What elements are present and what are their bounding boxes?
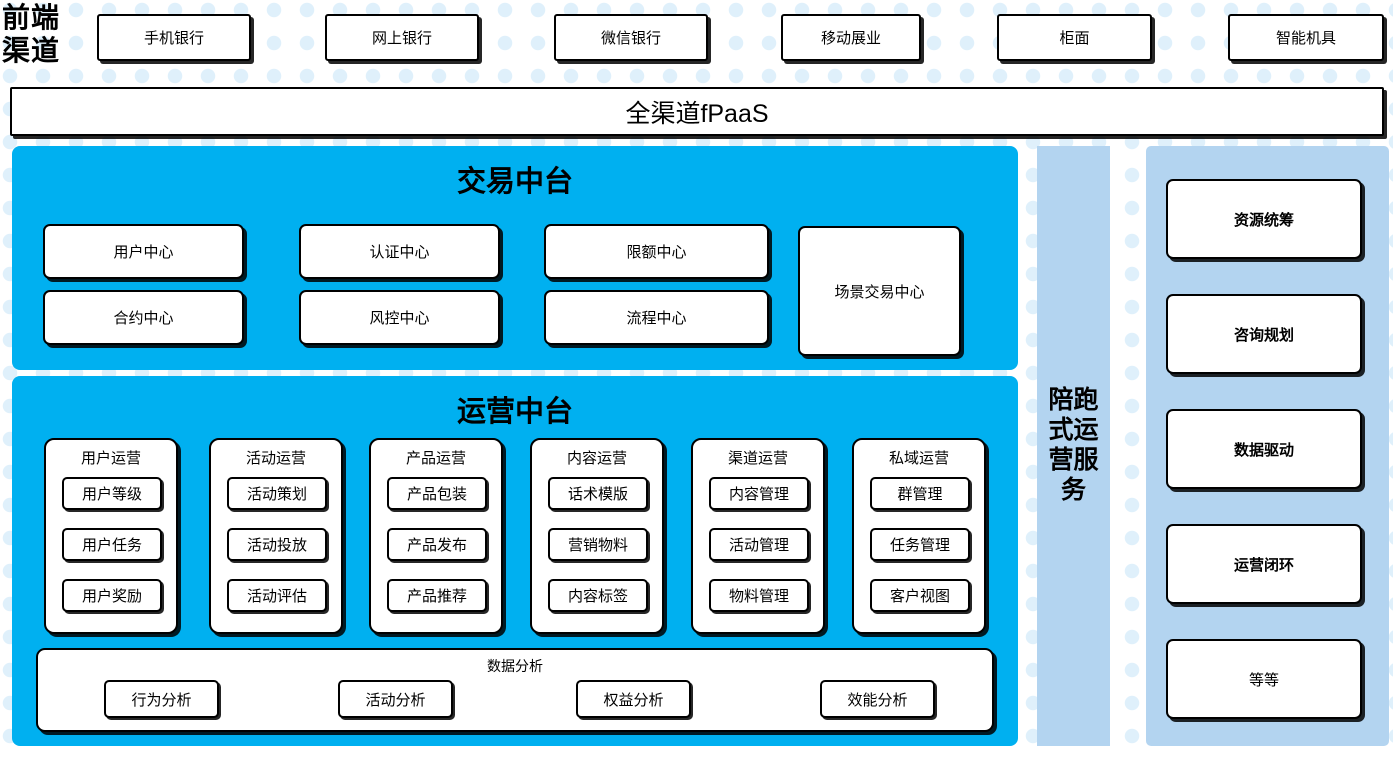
- trade-center-title: 交易中台: [456, 166, 573, 198]
- operation-column-product: 产品运营 产品包装 产品发布 产品推荐: [369, 438, 503, 634]
- channel-label: 柜面: [1059, 30, 1090, 47]
- operation-item[interactable]: 内容标签: [548, 579, 648, 612]
- operation-item[interactable]: 群管理: [870, 477, 970, 510]
- operation-column-private-domain: 私域运营 群管理 任务管理 客户视图: [852, 438, 986, 634]
- trade-box-label: 风控中心: [369, 310, 430, 327]
- trade-box-limit-center[interactable]: 限额中心: [544, 224, 769, 279]
- operation-item[interactable]: 产品发布: [387, 528, 487, 561]
- operation-column-user: 用户运营 用户等级 用户任务 用户奖励: [44, 438, 178, 634]
- front-channel-label-line1: 前端: [2, 3, 61, 34]
- companion-operation-service-label: 陪跑式运营服务: [1048, 387, 1099, 504]
- operation-item[interactable]: 任务管理: [870, 528, 970, 561]
- fpaas-label: 全渠道fPaaS: [625, 99, 769, 128]
- channel-box-mobile-bank[interactable]: 手机银行: [97, 14, 251, 61]
- channel-box-wechat-bank[interactable]: 微信银行: [554, 14, 708, 61]
- right-capability-panel: 资源统筹 咨询规划 数据驱动 运营闭环 等等: [1146, 146, 1389, 746]
- operation-item[interactable]: 客户视图: [870, 579, 970, 612]
- data-analysis-title: 数据分析: [487, 658, 543, 674]
- operation-item[interactable]: 营销物料: [548, 528, 648, 561]
- operation-item[interactable]: 活动管理: [709, 528, 809, 561]
- trade-box-label: 场景交易中心: [834, 283, 925, 301]
- trade-box-contract-center[interactable]: 合约中心: [43, 290, 244, 345]
- operation-item[interactable]: 物料管理: [709, 579, 809, 612]
- trade-center-panel: 交易中台 用户中心 认证中心 限额中心 合约中心 风控中心 流程中心 场景交易中…: [12, 146, 1018, 370]
- operation-item[interactable]: 用户等级: [62, 477, 162, 510]
- trade-box-scene-trade-center[interactable]: 场景交易中心: [798, 226, 961, 356]
- data-analysis-item[interactable]: 活动分析: [338, 680, 453, 718]
- operation-column-channel: 渠道运营 内容管理 活动管理 物料管理: [691, 438, 825, 634]
- operation-column-title: 用户运营: [80, 450, 141, 467]
- operation-item[interactable]: 产品包装: [387, 477, 487, 510]
- channel-box-mobile-business[interactable]: 移动展业: [781, 14, 921, 61]
- operation-item[interactable]: 产品推荐: [387, 579, 487, 612]
- operation-column-title: 产品运营: [405, 450, 466, 467]
- channel-label: 移动展业: [820, 30, 881, 47]
- data-analysis-panel: 数据分析 行为分析 活动分析 权益分析 效能分析: [36, 648, 994, 732]
- operation-item[interactable]: 话术模版: [548, 477, 648, 510]
- channel-box-online-bank[interactable]: 网上银行: [325, 14, 479, 61]
- operation-item[interactable]: 内容管理: [709, 477, 809, 510]
- channel-box-smart-machine[interactable]: 智能机具: [1228, 14, 1384, 61]
- operation-item[interactable]: 用户任务: [62, 528, 162, 561]
- front-channel-label: 前端 渠道: [2, 2, 78, 68]
- channel-box-counter[interactable]: 柜面: [997, 14, 1152, 61]
- operation-column-title: 内容运营: [566, 450, 627, 467]
- operation-item[interactable]: 活动投放: [227, 528, 327, 561]
- data-analysis-item[interactable]: 效能分析: [820, 680, 935, 718]
- capability-box-resource-coordination[interactable]: 资源统筹: [1166, 179, 1362, 259]
- companion-operation-service-strip: 陪跑式运营服务: [1037, 146, 1110, 746]
- operation-item[interactable]: 活动评估: [227, 579, 327, 612]
- channel-label: 微信银行: [600, 30, 661, 47]
- trade-box-label: 流程中心: [626, 310, 687, 327]
- fpaas-bar[interactable]: 全渠道fPaaS: [10, 87, 1384, 136]
- data-analysis-item[interactable]: 权益分析: [576, 680, 691, 718]
- capability-box-operation-loop[interactable]: 运营闭环: [1166, 524, 1362, 604]
- trade-box-auth-center[interactable]: 认证中心: [299, 224, 500, 279]
- trade-box-process-center[interactable]: 流程中心: [544, 290, 769, 345]
- operation-center-title: 运营中台: [456, 396, 573, 428]
- operation-item[interactable]: 用户奖励: [62, 579, 162, 612]
- trade-box-label: 用户中心: [113, 244, 174, 261]
- capability-box-data-driven[interactable]: 数据驱动: [1166, 409, 1362, 489]
- operation-column-content: 内容运营 话术模版 营销物料 内容标签: [530, 438, 664, 634]
- channel-label: 网上银行: [371, 30, 432, 47]
- operation-column-title: 渠道运营: [727, 450, 788, 467]
- capability-box-consulting-planning[interactable]: 咨询规划: [1166, 294, 1362, 374]
- operation-column-title: 活动运营: [245, 450, 306, 467]
- trade-box-user-center[interactable]: 用户中心: [43, 224, 244, 279]
- operation-column-title: 私域运营: [888, 450, 949, 467]
- operation-column-activity: 活动运营 活动策划 活动投放 活动评估: [209, 438, 343, 634]
- front-channel-label-line2: 渠道: [2, 36, 61, 67]
- capability-box-etc[interactable]: 等等: [1166, 639, 1362, 719]
- trade-box-label: 认证中心: [369, 244, 430, 261]
- channel-label: 智能机具: [1275, 30, 1336, 47]
- data-analysis-item[interactable]: 行为分析: [104, 680, 219, 718]
- trade-box-risk-center[interactable]: 风控中心: [299, 290, 500, 345]
- channel-label: 手机银行: [143, 30, 204, 47]
- trade-box-label: 限额中心: [626, 244, 687, 261]
- trade-box-label: 合约中心: [113, 310, 174, 327]
- operation-item[interactable]: 活动策划: [227, 477, 327, 510]
